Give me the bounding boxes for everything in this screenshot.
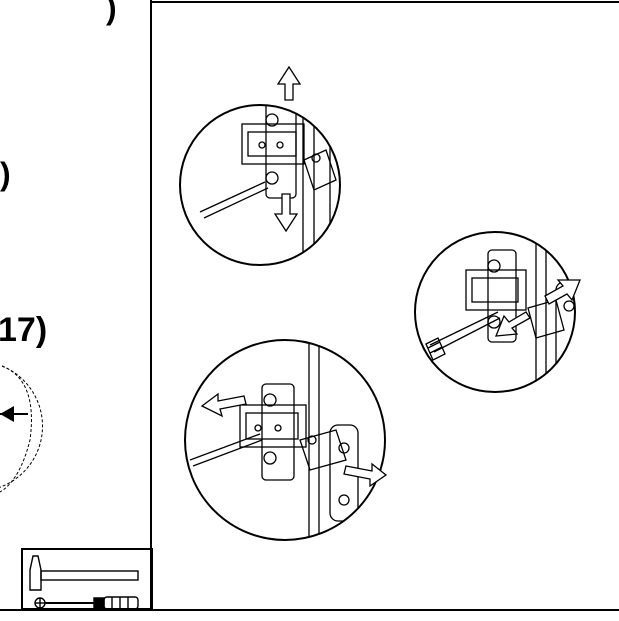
arrow-right-icon <box>544 279 581 305</box>
arrow-left-icon <box>200 392 247 418</box>
arrow-left-icon <box>0 406 14 422</box>
step-label-fragment-top: ) <box>106 0 117 26</box>
screwdriver-handle-detail <box>425 337 446 361</box>
arrow-left-icon <box>495 311 531 337</box>
partial-detail-circle <box>0 365 43 493</box>
arrow-right-icon <box>343 462 388 488</box>
hammer-icon <box>29 555 139 591</box>
arrow-down-icon <box>273 193 299 233</box>
tools-box <box>21 548 153 610</box>
step-label-fragment-middle: ) <box>0 156 11 192</box>
hinge-detail-vertical <box>179 65 341 266</box>
arrow-up-icon <box>276 65 302 101</box>
step-number-label: 17) <box>0 311 48 349</box>
hinge-detail-side <box>184 339 388 541</box>
screwdriver-icon <box>34 596 139 610</box>
hinge-detail-depth <box>414 231 581 393</box>
